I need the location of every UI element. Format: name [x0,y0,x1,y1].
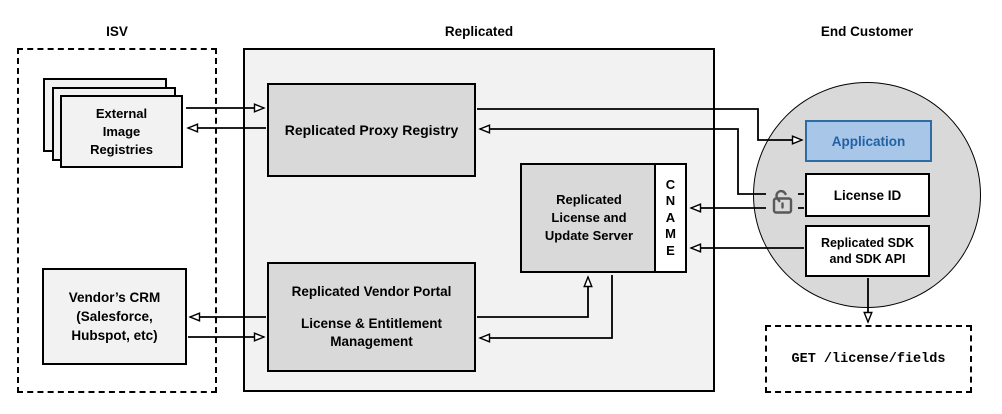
cname-label: CNAME [665,176,676,258]
proxy-registry-label: Replicated Proxy Registry [284,122,459,138]
proxy-registry-box: Replicated Proxy Registry [267,83,476,177]
replicated-section-title: Replicated [444,24,514,39]
external-image-registries-label: External Image Registries [90,105,153,157]
license-update-server-label: Replicated License and Update Server [544,192,634,243]
vendor-portal-box: Replicated Vendor Portal License & Entit… [267,262,476,372]
license-id-box: License ID [805,173,930,217]
vendor-crm-box: Vendor’s CRM (Salesforce, Hubspot, etc) [42,268,187,365]
end-customer-section-title: End Customer [820,24,914,39]
license-id-label: License ID [833,187,902,203]
replicated-sdk-label: Replicated SDK and SDK API [820,236,915,266]
vendor-portal-subtitle: License & Entitlement Management [300,316,443,349]
isv-section-title: ISV [106,24,128,39]
cname-strip: CNAME [654,165,685,271]
replicated-sdk-box: Replicated SDK and SDK API [805,225,930,277]
get-license-fields-box: GET /license/fields [765,325,972,393]
license-update-server-box: Replicated License and Update Server CNA… [520,163,687,273]
application-box: Application [805,120,932,162]
external-image-registries-box: External Image Registries [60,95,183,168]
vendor-crm-label: Vendor’s CRM (Salesforce, Hubspot, etc) [68,290,161,343]
get-license-fields-label: GET /license/fields [791,351,946,367]
unlocked-padlock-icon [766,179,798,219]
vendor-portal-title: Replicated Vendor Portal [291,284,452,299]
application-label: Application [831,133,906,149]
